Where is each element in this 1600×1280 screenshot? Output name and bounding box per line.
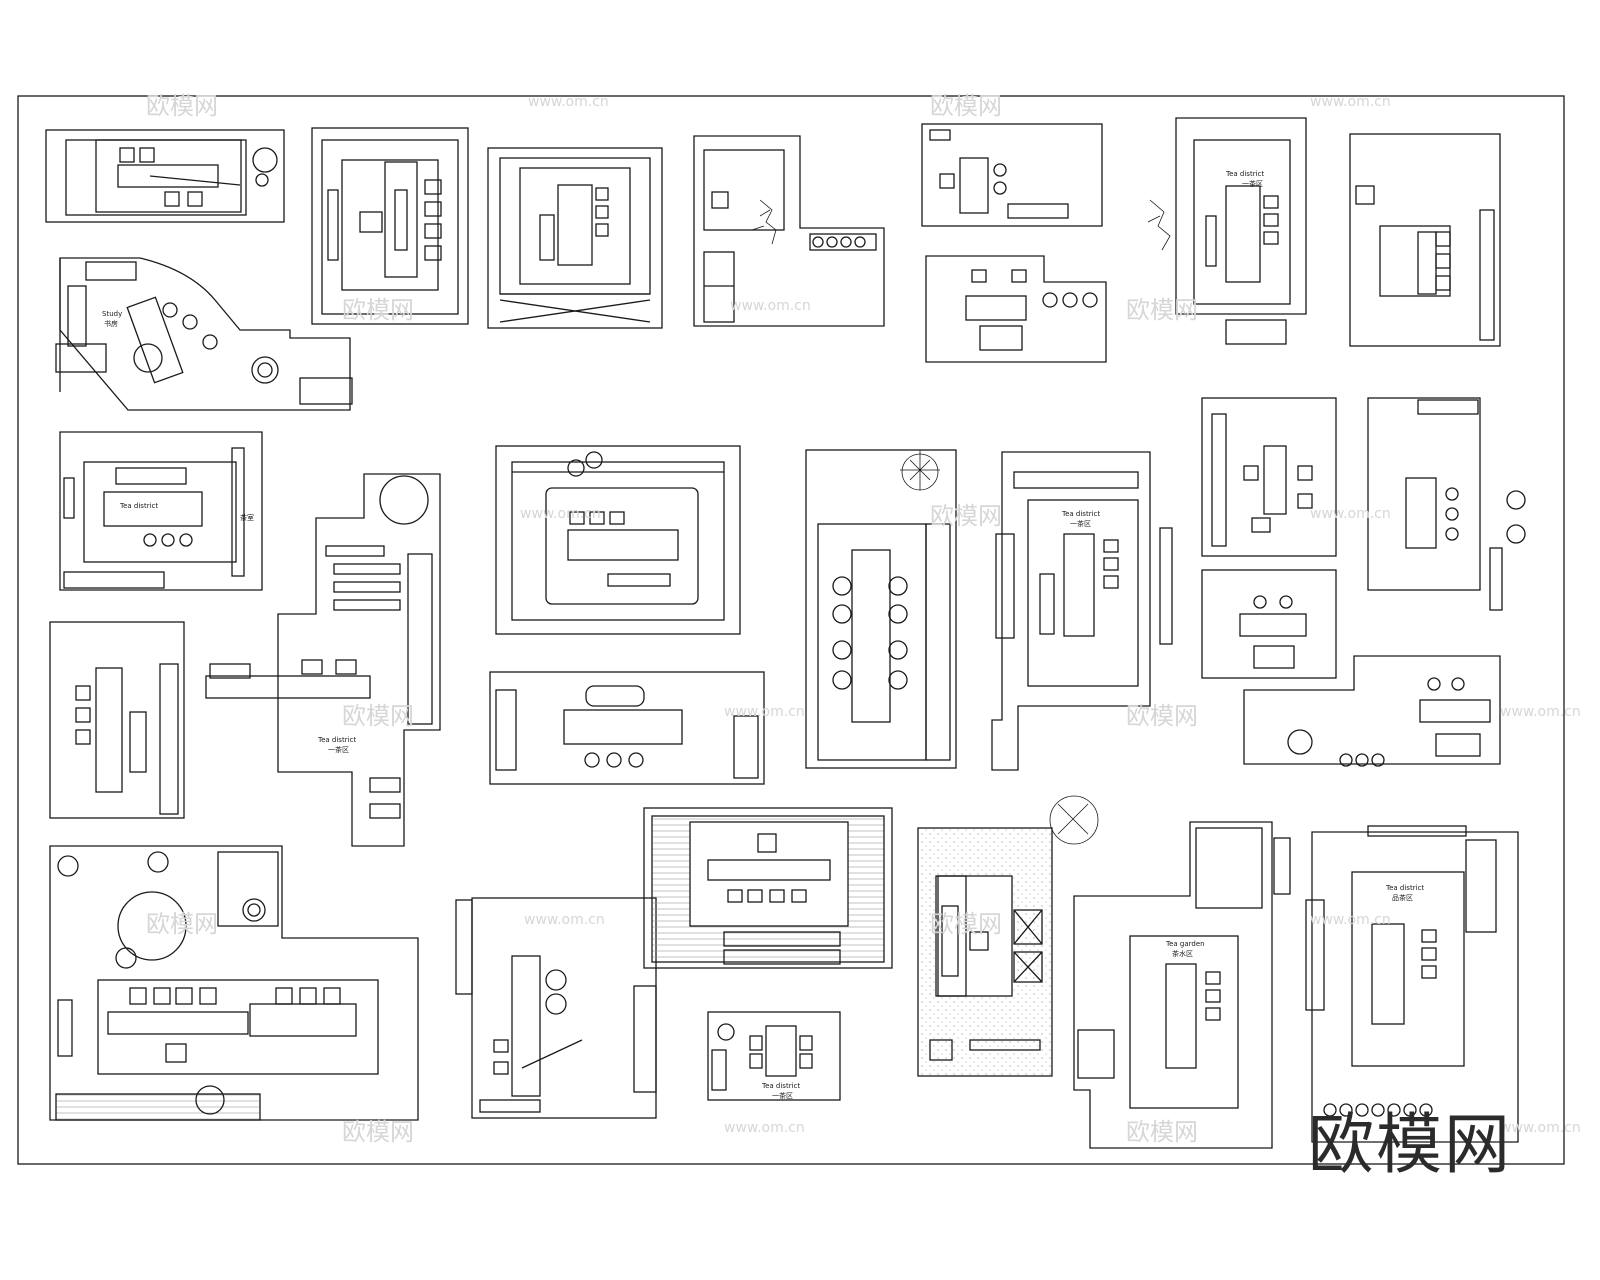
plan-23 (643, 807, 893, 969)
watermark-url-3: www.om.cn (730, 298, 811, 314)
watermark-brand-6: 欧模网 (342, 702, 414, 730)
plan-10 (59, 431, 263, 591)
watermark-url-10: www.om.cn (724, 1120, 805, 1136)
label-study-cn: 书房 (104, 319, 118, 328)
plan-14 (489, 671, 765, 785)
watermark-url-9: www.om.cn (1310, 912, 1391, 928)
brand-logo: 欧模网 (1308, 1106, 1512, 1183)
label-tea-garden-cn: 茶水区 (1172, 949, 1193, 958)
plan-25 (917, 827, 1053, 1077)
watermark-brand-2: 欧模网 (930, 92, 1002, 120)
watermark-url-4: www.om.cn (520, 506, 601, 522)
plan-19 (1201, 569, 1337, 679)
watermark-brand-3: 欧模网 (342, 296, 414, 324)
label-study: Study (102, 310, 122, 318)
plan-2 (55, 257, 353, 411)
plant-2 (1147, 199, 1171, 251)
watermark-brand-1: 欧模网 (146, 92, 218, 120)
plan-6 (921, 123, 1103, 227)
plan-27 (1305, 825, 1519, 1143)
watermark-url-1: www.om.cn (528, 94, 609, 110)
plan-26 (1073, 821, 1291, 1149)
watermark-url-6: www.om.cn (724, 704, 805, 720)
plan-18 (1367, 397, 1526, 611)
plan-5 (693, 135, 885, 327)
watermark-brand-4: 欧模网 (1126, 296, 1198, 324)
label-tea-district-f: Tea district (1385, 884, 1424, 892)
watermark-brand-8: 欧模网 (146, 910, 218, 938)
label-tea-district-a: Tea district (1225, 170, 1264, 178)
watermark-url-11: www.om.cn (1500, 1120, 1581, 1136)
label-tea-district-b-cn: 茶室 (240, 513, 254, 522)
sheet-border (17, 95, 1565, 1165)
watermark-brand-9: 欧模网 (930, 910, 1002, 938)
plan-13 (495, 445, 741, 635)
label-tea-district-c-cn: 一茶区 (328, 745, 349, 754)
plan-16 (991, 451, 1173, 771)
plan-12 (49, 621, 185, 819)
plant-3 (900, 450, 940, 491)
watermark-brand-5: 欧模网 (930, 502, 1002, 530)
plan-1 (45, 129, 285, 223)
plan-15 (805, 449, 957, 769)
plant-4 (1049, 795, 1099, 845)
watermark-url-7: www.om.cn (1500, 704, 1581, 720)
plan-17 (1201, 397, 1337, 557)
watermark-brand-11: 欧模网 (1126, 1118, 1198, 1146)
label-tea-district-a-cn: 一茶区 (1242, 179, 1263, 188)
plan-20 (1243, 655, 1501, 767)
label-tea-district-d-cn: 一茶区 (1070, 519, 1091, 528)
plan-3 (311, 127, 469, 325)
watermark-url-2: www.om.cn (1310, 94, 1391, 110)
watermark-brand-10: 欧模网 (342, 1118, 414, 1146)
label-tea-district-f-cn: 品茶区 (1392, 893, 1413, 902)
plan-9 (1349, 133, 1501, 347)
plan-4 (487, 147, 663, 329)
plan-21 (49, 845, 419, 1121)
plan-8 (1175, 117, 1307, 345)
watermark-url-5: www.om.cn (1310, 506, 1391, 522)
watermark-url-8: www.om.cn (524, 912, 605, 928)
plan-24 (707, 1011, 841, 1101)
label-tea-district-e: Tea district (761, 1082, 800, 1090)
plan-11 (205, 473, 441, 847)
label-tea-district-b: Tea district (119, 502, 158, 510)
label-tea-garden: Tea garden (1165, 940, 1205, 948)
label-tea-district-c: Tea district (317, 736, 356, 744)
plan-7 (925, 255, 1107, 363)
watermark-brand-7: 欧模网 (1126, 702, 1198, 730)
label-tea-district-e-cn: 一茶区 (772, 1091, 793, 1100)
plan-22 (455, 897, 657, 1119)
label-tea-district-d: Tea district (1061, 510, 1100, 518)
plant-1 (751, 199, 777, 245)
